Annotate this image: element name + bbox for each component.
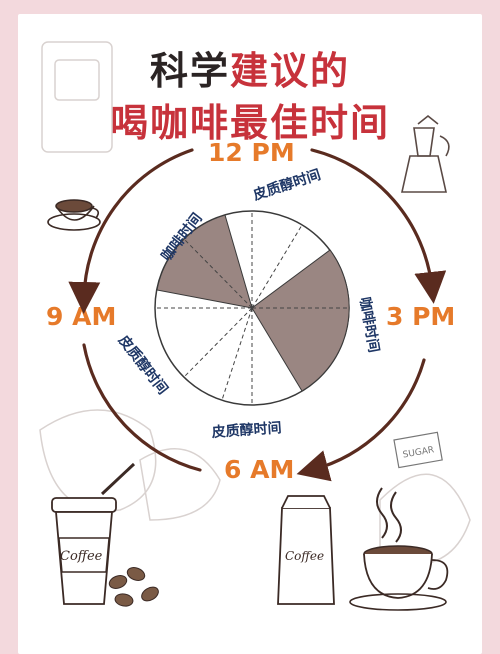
arrow-3-to-6 xyxy=(296,358,426,482)
coffee-bag-text: Coffee xyxy=(285,549,324,563)
label-cortisol-bottom: 皮质醇时间 xyxy=(210,419,282,441)
takeaway-cup-text: Coffee xyxy=(60,549,103,564)
coffee-segment-afternoon xyxy=(251,249,350,392)
coffee-segment-morning xyxy=(156,214,253,309)
takeaway-cup-icon: Coffee xyxy=(51,462,136,605)
cycle-arrows xyxy=(68,148,447,482)
moka-pot-icon xyxy=(401,114,450,193)
time-6am: 6 AM xyxy=(224,455,295,484)
steaming-mug-icon xyxy=(349,487,449,611)
arrow-6-to-9 xyxy=(82,343,202,472)
coffee-machine-icon xyxy=(41,41,113,153)
title-line-1: 科学建议的 xyxy=(0,40,500,95)
pie-dividers xyxy=(155,211,349,405)
arrow-12-to-3 xyxy=(310,148,447,304)
label-coffee-time-b: 咖啡时间 xyxy=(356,296,382,354)
coffee-beans-icon xyxy=(108,567,159,607)
coffee-bag-icon: Coffee xyxy=(277,495,335,605)
time-12pm: 12 PM xyxy=(208,138,295,167)
time-3pm: 3 PM xyxy=(386,302,456,331)
pie-chart xyxy=(154,210,350,406)
coffee-cup-icon xyxy=(47,199,101,231)
arrow-12-to-9 xyxy=(68,148,194,314)
title-part-2: 建议的 xyxy=(230,49,351,93)
title-part-1: 科学 xyxy=(149,49,230,93)
label-cortisol-top: 皮质醇时间 xyxy=(250,166,323,204)
title-line-2: 喝咖啡最佳时间 xyxy=(109,101,390,145)
background-sketches xyxy=(39,41,471,566)
sugar-packet-icon: SUGAR xyxy=(393,431,443,469)
